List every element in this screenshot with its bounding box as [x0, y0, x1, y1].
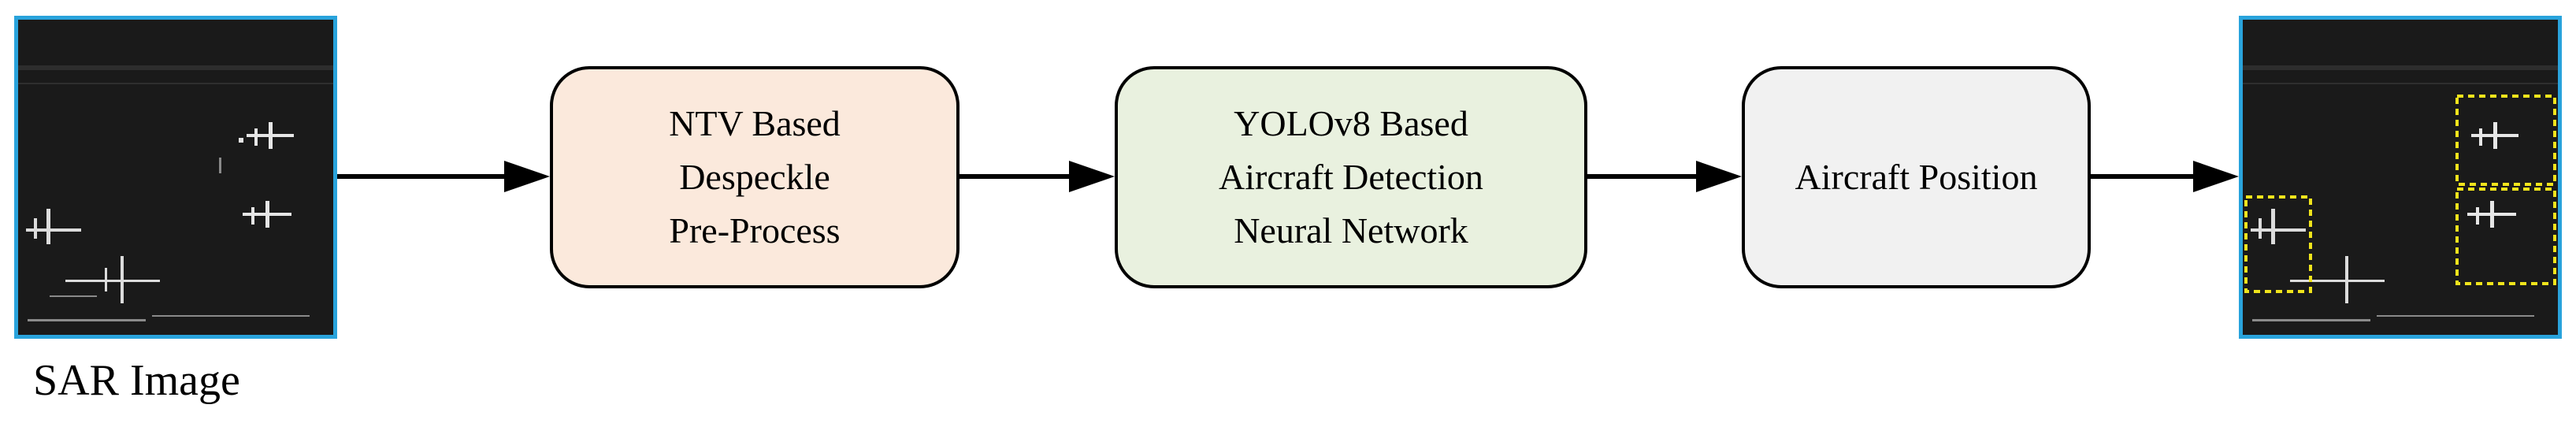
detection-box-mid-right — [2455, 188, 2556, 285]
sar-input-image — [14, 16, 337, 339]
yolo-box-line-2: Aircraft Detection — [1219, 157, 1483, 197]
arrow-position-to-output — [2091, 161, 2239, 192]
sar-output-texture — [2243, 20, 2558, 335]
ntv-box-line-2: Despeckle — [679, 157, 830, 197]
arrow-ntv-to-yolo — [960, 161, 1115, 192]
sar-image-caption: SAR Image — [33, 356, 240, 405]
ntv-box-line-1: NTV Based — [669, 103, 841, 143]
detection-box-top-right — [2455, 95, 2556, 186]
sar-output-image — [2239, 16, 2562, 339]
yolo-box-line-3: Neural Network — [1234, 210, 1468, 251]
position-box-line-1: Aircraft Position — [1795, 157, 2038, 197]
ntv-box-line-3: Pre-Process — [669, 210, 841, 251]
yolov8-detection-box: YOLOv8 Based Aircraft Detection Neural N… — [1115, 66, 1587, 288]
arrow-input-to-ntv — [337, 161, 550, 192]
ntv-despeckle-box: NTV Based Despeckle Pre-Process — [550, 66, 960, 288]
yolo-box-line-1: YOLOv8 Based — [1234, 103, 1468, 143]
sar-texture — [18, 20, 333, 335]
aircraft-position-box: Aircraft Position — [1742, 66, 2091, 288]
detection-box-left — [2244, 195, 2312, 293]
arrow-yolo-to-position — [1587, 161, 1742, 192]
